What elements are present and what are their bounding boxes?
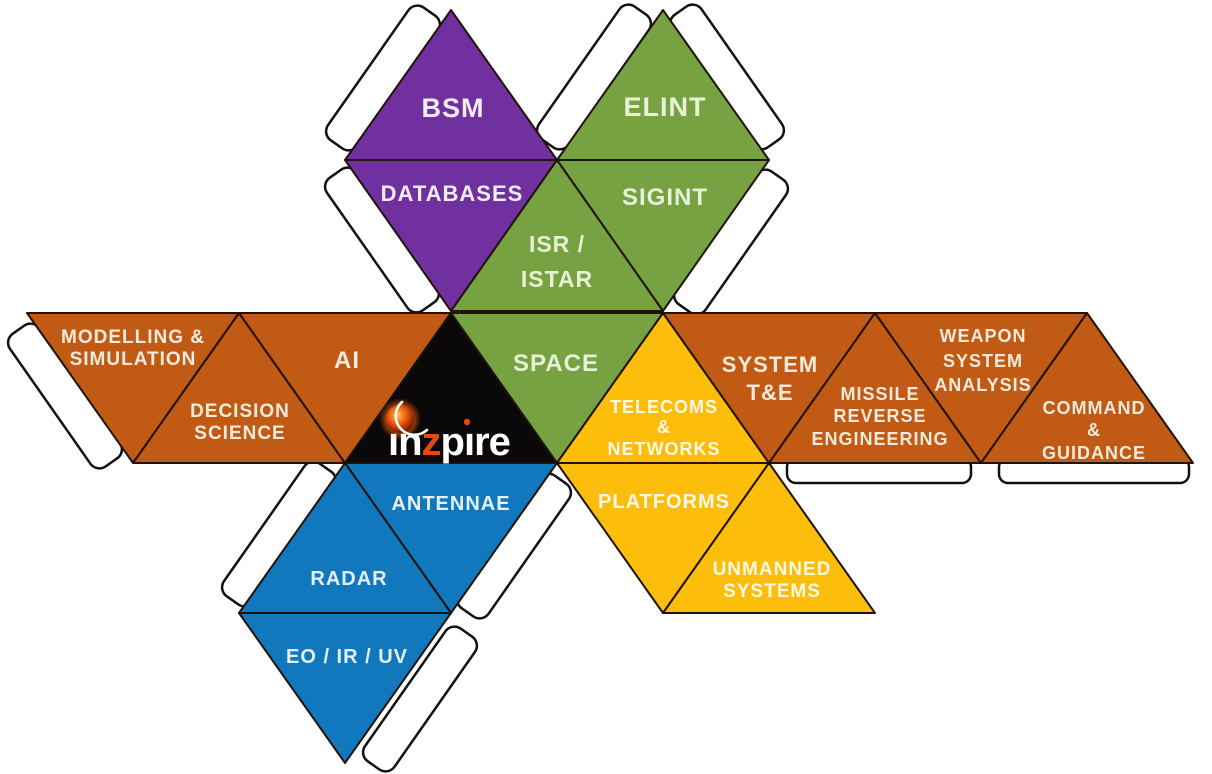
label-weapon-line-2: SYSTEM xyxy=(943,351,1023,371)
logo-wordmark: ınzpıre xyxy=(388,420,510,464)
label-decision-line-1: DECISION xyxy=(190,401,290,422)
label-radar: RADAR xyxy=(310,568,387,590)
label-weapon-line-1: WEAPON xyxy=(940,326,1027,346)
label-modelling-line-2: SIMULATION xyxy=(70,349,197,370)
faces xyxy=(26,9,1194,764)
label-system-te-line-1: SYSTEM xyxy=(722,352,818,377)
label-antennae: ANTENNAE xyxy=(391,493,510,515)
label-modelling-line-1: MODELLING & xyxy=(61,327,205,348)
face-eo-ir-uv xyxy=(238,612,452,764)
label-space: SPACE xyxy=(513,350,599,377)
label-command-line-2: & xyxy=(1087,420,1101,440)
label-isr-istar-line-1: ISR / xyxy=(529,231,585,257)
label-weapon-line-3: ANALYSIS xyxy=(934,375,1031,395)
logo-i-dot xyxy=(463,418,471,426)
label-telecoms-line-2: & xyxy=(657,417,671,437)
label-missile-line-3: ENGINEERING xyxy=(811,429,948,449)
label-telecoms-line-3: NETWORKS xyxy=(608,439,721,459)
label-databases: DATABASES xyxy=(381,181,524,206)
logo-crescent xyxy=(394,400,429,437)
label-ai: AI xyxy=(334,347,360,374)
label-command-line-1: COMMAND xyxy=(1043,398,1146,418)
label-isr-istar-line-2: ISTAR xyxy=(521,266,593,292)
label-platforms: PLATFORMS xyxy=(598,491,730,513)
label-elint: ELINT xyxy=(624,92,707,122)
fold-tab-eo-right xyxy=(361,625,479,773)
label-missile-line-2: REVERSE xyxy=(833,406,926,426)
label-unmanned-line-1: UNMANNED xyxy=(713,559,832,580)
label-unmanned-line-2: SYSTEMS xyxy=(723,581,821,602)
fold-tabs xyxy=(6,3,1191,773)
label-eo-ir-uv: EO / IR / UV xyxy=(286,646,408,668)
face-isr-istar xyxy=(450,159,664,312)
label-sigint: SIGINT xyxy=(622,184,708,211)
face-unmanned-systems xyxy=(662,462,876,614)
face-labels: BSM DATABASES ELINT SIGINT ISR / ISTAR S… xyxy=(61,92,1146,668)
label-missile-line-1: MISSILE xyxy=(840,384,919,404)
face-command-guidance xyxy=(980,312,1194,464)
inzpire-logo: ınzpıre xyxy=(379,398,511,464)
label-command-line-3: GUIDANCE xyxy=(1042,443,1146,463)
logo-orb xyxy=(386,405,414,433)
label-system-te-line-2: T&E xyxy=(747,380,794,405)
label-telecoms-line-1: TELECOMS xyxy=(610,397,718,417)
label-bsm: BSM xyxy=(422,93,485,123)
label-decision-line-2: SCIENCE xyxy=(194,423,285,444)
